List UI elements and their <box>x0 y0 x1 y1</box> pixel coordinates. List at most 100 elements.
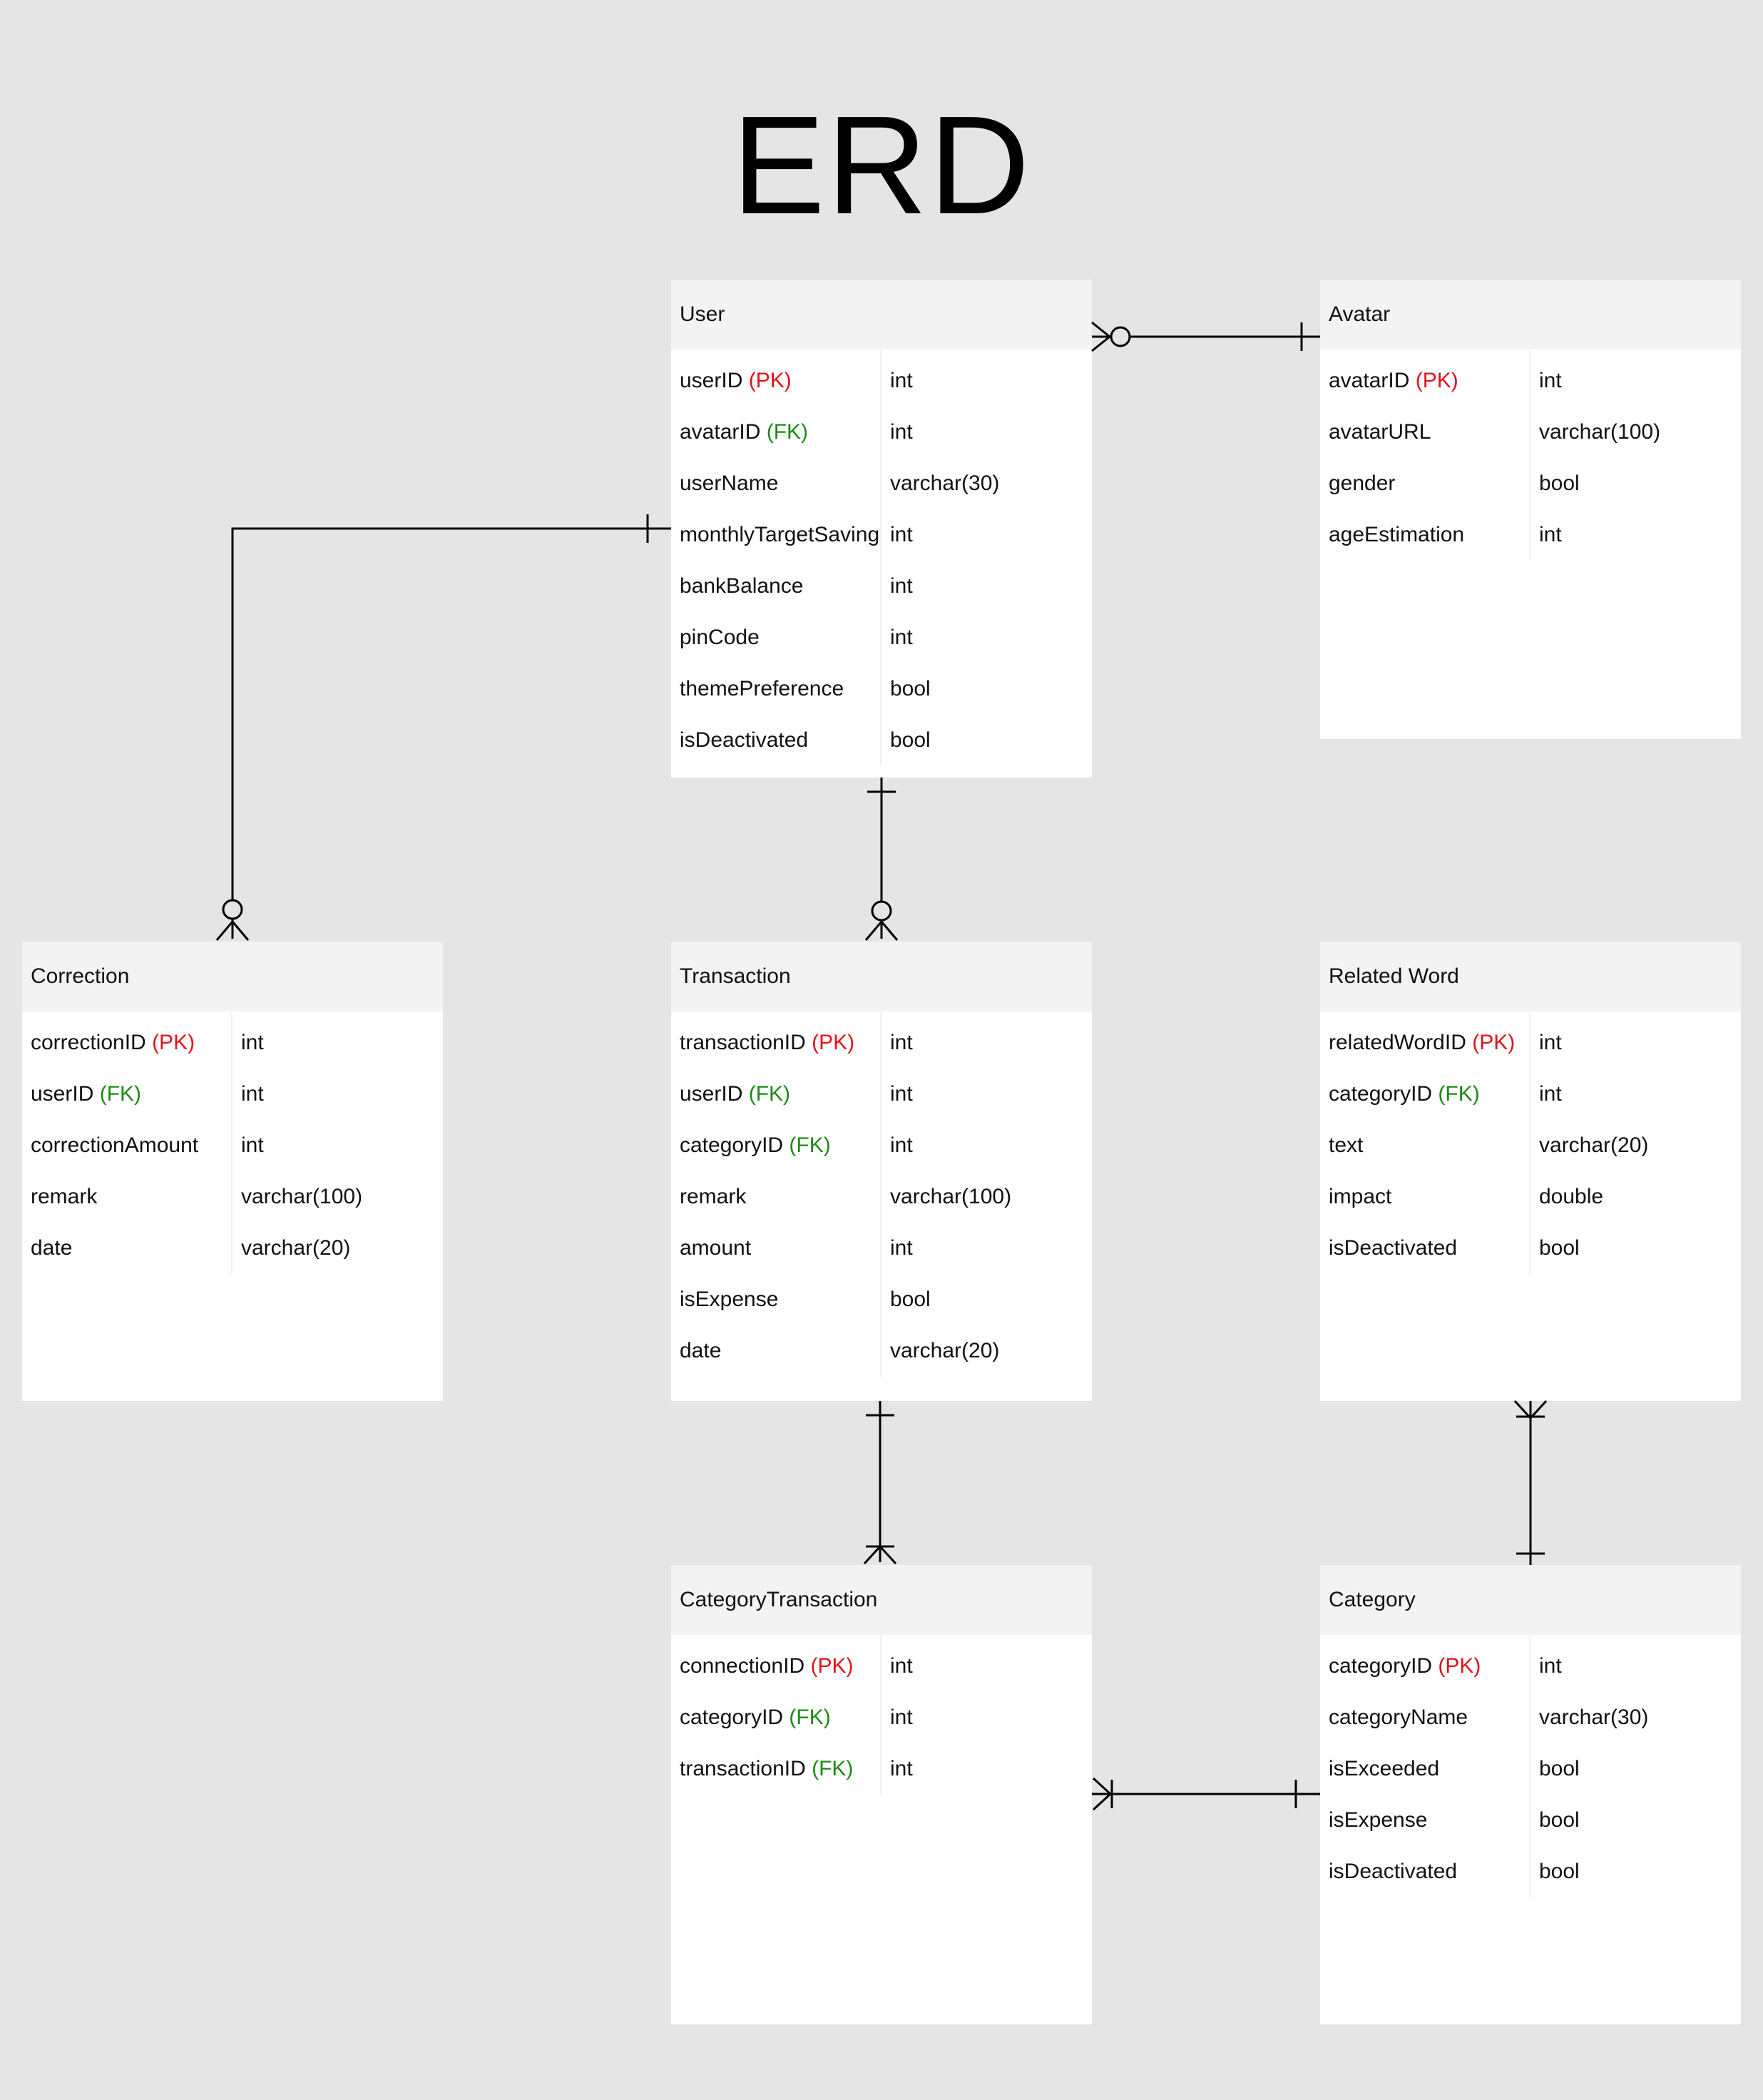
attribute-type: bool <box>1539 1236 1580 1260</box>
attribute-name-cell: themePreference <box>671 677 882 701</box>
attribute-name: userID <box>680 1082 743 1106</box>
attribute-name-cell: amount <box>671 1236 882 1260</box>
foreign-key-marker: (FK) <box>99 1082 142 1106</box>
attribute-row[interactable]: categoryID (FK)int <box>1320 1069 1741 1120</box>
attribute-row[interactable]: userID (PK) int <box>671 355 1092 407</box>
relationship-user-avatar[interactable] <box>1091 321 1320 352</box>
attribute-name: categoryID <box>1329 1654 1433 1678</box>
entity-category-transaction[interactable]: CategoryTransaction connectionID (PK)int… <box>671 1565 1092 2024</box>
attribute-name: connectionID <box>680 1654 805 1678</box>
attribute-row[interactable]: categoryID (FK)int <box>671 1692 1092 1743</box>
attribute-name-cell: userName <box>671 472 882 496</box>
attribute-name-cell: isExpense <box>1320 1808 1531 1833</box>
attribute-name: categoryID <box>680 1133 784 1157</box>
attribute-type: bool <box>1539 1757 1580 1780</box>
attribute-row[interactable]: userID (FK)int <box>22 1069 443 1120</box>
attribute-row[interactable]: isDeactivated bool <box>1320 1223 1741 1274</box>
attribute-name: isExceeded <box>1329 1757 1440 1780</box>
attribute-type: int <box>890 1031 913 1054</box>
attribute-type: int <box>890 1757 913 1780</box>
attribute-name-cell: userID (FK) <box>22 1082 232 1106</box>
attribute-row[interactable]: isExceeded bool <box>1320 1743 1741 1795</box>
attribute-name-cell: isExpense <box>671 1288 882 1312</box>
attribute-row[interactable]: categoryID (PK)int <box>1320 1641 1741 1692</box>
attribute-name: isDeactivated <box>1329 1236 1458 1260</box>
attribute-type: int <box>1539 1082 1562 1106</box>
relationship-user-correction[interactable] <box>215 514 671 941</box>
attribute-name-cell: isDeactivated <box>671 728 882 753</box>
relationship-transaction-categorytransaction[interactable] <box>863 1401 897 1565</box>
entity-header: Transaction <box>671 942 1092 1011</box>
attribute-row[interactable]: avatarID (PK)int <box>1320 355 1741 407</box>
attribute-row[interactable]: transactionID (PK)int <box>671 1017 1092 1069</box>
relationship-relatedword-category[interactable] <box>1513 1400 1548 1565</box>
attribute-name: categoryID <box>680 1706 784 1729</box>
attribute-name: categoryID <box>1329 1082 1433 1106</box>
entity-header: Category <box>1320 1565 1741 1635</box>
attribute-name: pinCode <box>680 626 760 649</box>
entity-header: User <box>671 280 1092 350</box>
attribute-name-cell: avatarID (PK) <box>1320 369 1531 393</box>
attribute-name: bankBalance <box>680 574 804 598</box>
relationship-categorytransaction-category[interactable] <box>1092 1777 1320 1811</box>
attribute-name-cell: connectionID (PK) <box>671 1654 882 1678</box>
attribute-name-cell: isDeactivated <box>1320 1860 1531 1884</box>
foreign-key-marker: (FK) <box>812 1757 854 1780</box>
attribute-type: bool <box>1539 1860 1580 1883</box>
attribute-name: impact <box>1329 1185 1392 1208</box>
attribute-name: date <box>31 1236 73 1260</box>
attribute-type: int <box>241 1133 264 1157</box>
attribute-type: varchar(20) <box>1539 1133 1649 1157</box>
attribute-row[interactable]: isDeactivated bool <box>1320 1846 1741 1897</box>
attribute-name-cell: avatarURL <box>1320 420 1531 444</box>
attribute-name: isDeactivated <box>1329 1860 1458 1883</box>
attribute-row[interactable]: categoryID (FK)int <box>671 1120 1092 1171</box>
attribute-row[interactable]: transactionID (FK)int <box>671 1743 1092 1795</box>
attribute-row[interactable]: connectionID (PK)int <box>671 1641 1092 1692</box>
attribute-name: categoryName <box>1329 1706 1468 1729</box>
attribute-row[interactable]: relatedWordID (PK)int <box>1320 1017 1741 1069</box>
attribute-name-cell: userID (PK) <box>671 369 882 393</box>
attribute-name: userName <box>680 472 779 495</box>
attribute-name: userID <box>31 1082 94 1106</box>
attribute-name-cell: date <box>671 1339 882 1363</box>
entity-header: Correction <box>22 942 443 1011</box>
attribute-type: int <box>890 369 913 392</box>
relationship-user-transaction[interactable] <box>864 778 899 941</box>
attribute-row[interactable]: correctionID (PK)int <box>22 1017 443 1069</box>
attribute-row[interactable]: avatarID (FK)int <box>671 407 1092 458</box>
attribute-row[interactable]: userID (FK)int <box>671 1069 1092 1120</box>
attribute-type: bool <box>1539 472 1580 495</box>
attribute-row[interactable]: correctionAmount int <box>22 1120 443 1171</box>
primary-key-marker: (PK) <box>748 369 792 392</box>
attribute-name-cell: categoryID (PK) <box>1320 1654 1531 1678</box>
attribute-name-cell: correctionAmount <box>22 1133 232 1158</box>
